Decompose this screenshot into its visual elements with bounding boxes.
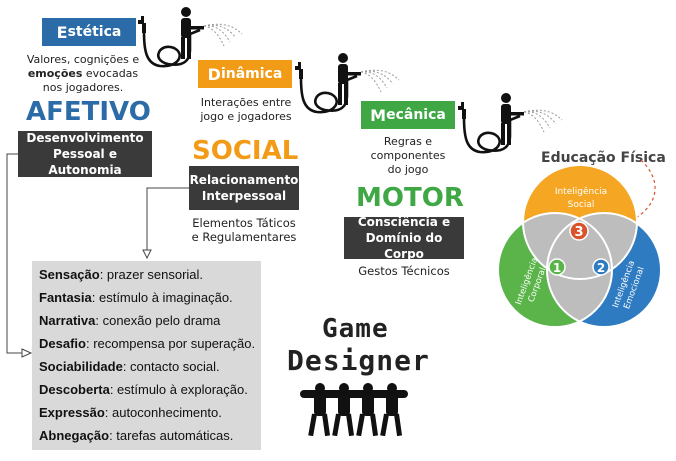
motor-desc: Gestos Técnicos	[358, 264, 450, 278]
list-item: Expressão: autoconhecimento.	[39, 405, 222, 420]
game-designer-line2: Designer	[287, 344, 430, 377]
venn-label-social-2: Social	[568, 200, 595, 210]
motor-title: MOTOR	[356, 183, 464, 213]
dinamica-desc: Interações entre jogo e jogadores	[200, 96, 292, 123]
game-designer-line1: Game	[322, 314, 389, 344]
list-item: Abnegação: tarefas automáticas.	[39, 428, 234, 443]
list-item: Desafio: recompensa por superação.	[39, 336, 256, 351]
social-desc: Elementos Táticos e Regulamentares	[191, 216, 297, 244]
list-item: Fantasia: estímulo à imaginação.	[39, 290, 233, 305]
team-carrying-log-icon	[300, 383, 408, 437]
aesthetics-list: Sensação: prazer sensorial. Fantasia: es…	[32, 261, 261, 450]
venn-num-1: 1	[553, 261, 561, 275]
venn-title: Educação Física	[541, 150, 666, 166]
list-item: Sensação: prazer sensorial.	[39, 267, 204, 282]
venn-num-2: 2	[597, 261, 605, 275]
social-title: SOCIAL	[192, 136, 299, 166]
venn-label-social-1: Inteligência	[555, 186, 607, 197]
mecanica-desc: Regras e componentes do jogo	[370, 135, 446, 176]
list-item: Sociabilidade: contacto social.	[39, 359, 220, 374]
list-item: Narrativa: conexão pelo drama	[39, 313, 221, 328]
afetivo-title: AFETIVO	[26, 97, 151, 127]
estetica-desc: Valores, cognições e emoções evocadas no…	[26, 53, 140, 94]
list-item: Descoberta: estímulo à exploração.	[39, 382, 248, 397]
venn-num-3: 3	[574, 225, 583, 240]
